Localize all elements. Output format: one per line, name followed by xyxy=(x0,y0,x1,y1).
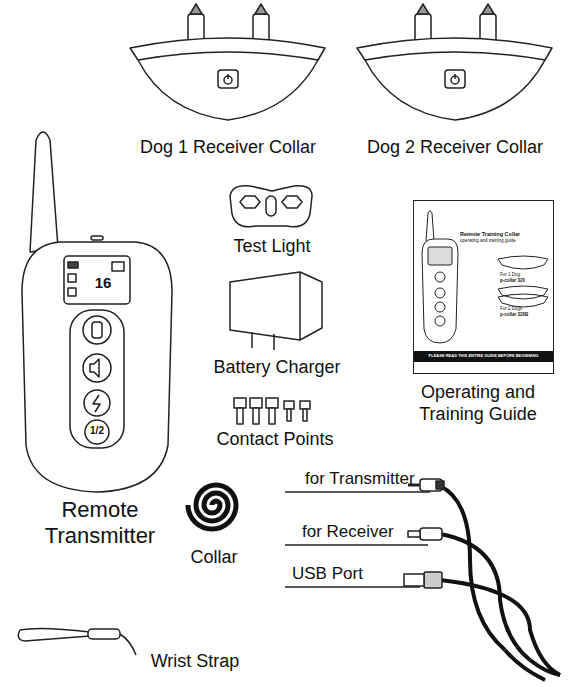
booklet-text: operating and training guide xyxy=(460,239,516,244)
caption: Contact Points xyxy=(216,429,333,451)
caption: Dog 2 Receiver Collar xyxy=(367,137,543,159)
booklet-text: p-collar 320B xyxy=(500,313,528,318)
caption: Battery Charger xyxy=(213,357,340,379)
booklet-text: For 1 Dog xyxy=(500,273,520,278)
caption: Operating and Training Guide xyxy=(403,382,553,425)
caption: 16 xyxy=(95,274,112,292)
guide-booklet: Remote Training Collar operating and trai… xyxy=(413,200,554,374)
caption: Test Light xyxy=(233,236,310,258)
caption: Remote Transmitter xyxy=(30,497,170,550)
banner-text: PLEASE READ THIS ENTIRE GUIDE BEFORE BEG… xyxy=(414,354,553,358)
caption: Collar xyxy=(190,547,237,569)
caption: for Transmitter xyxy=(305,469,415,489)
booklet-text: p-collar 320 xyxy=(500,279,525,284)
booklet-text: For 2 Dogs xyxy=(500,307,522,312)
caption: for Receiver xyxy=(302,522,394,542)
caption: Wrist Strap xyxy=(151,651,240,673)
booklet-art xyxy=(414,201,553,373)
caption: USB Port xyxy=(292,564,363,584)
caption: 1/2 xyxy=(90,425,104,437)
booklet-text: Remote Training Collar xyxy=(460,231,520,237)
caption: Dog 1 Receiver Collar xyxy=(140,137,316,159)
